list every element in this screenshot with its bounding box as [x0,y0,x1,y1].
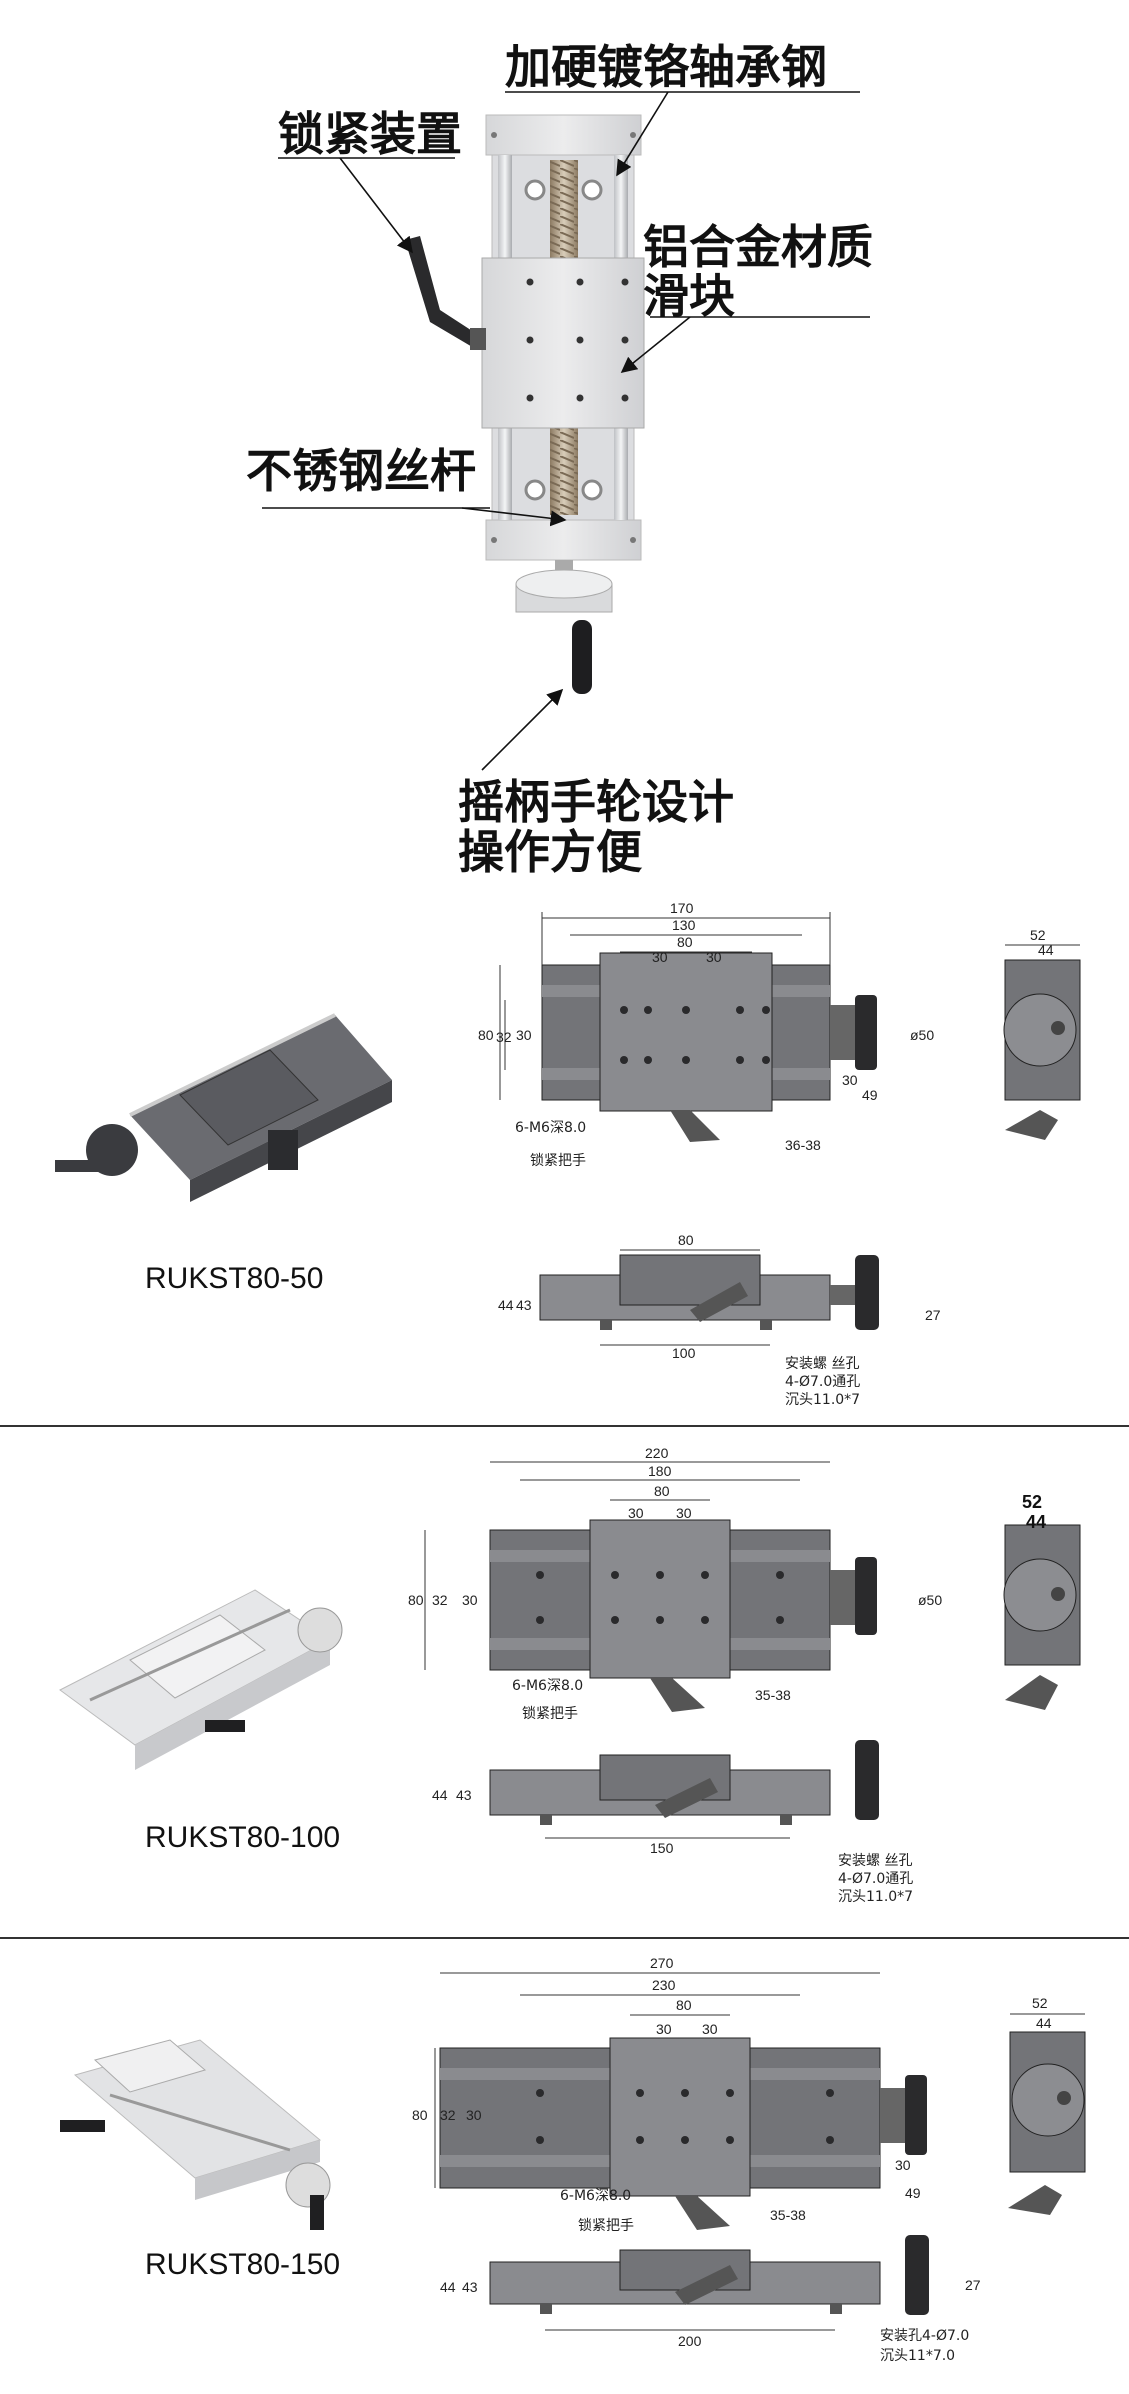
svg-text:43: 43 [456,1787,472,1803]
svg-text:80: 80 [408,1592,424,1608]
svg-text:32: 32 [440,2107,456,2123]
drawing-front-view: 80 100 44 43 27 安装螺 丝孔 4-Ø7.0通孔 沉头11.0*7 [498,1232,941,1408]
drawing-end-view: 52 44 [1008,1995,1086,2215]
model-label: RUKST80-100 [145,1821,340,1854]
svg-text:锁紧把手: 锁紧把手 [578,2218,634,2234]
svg-text:44: 44 [1038,942,1054,958]
svg-text:80: 80 [677,934,693,950]
svg-text:ø50: ø50 [918,1592,942,1608]
svg-text:52: 52 [1022,1492,1042,1512]
svg-text:30: 30 [702,2021,718,2037]
svg-text:80: 80 [676,1997,692,2013]
callout-lock: 锁紧装置 [278,107,462,161]
svg-text:44: 44 [1036,2015,1052,2031]
svg-text:27: 27 [925,1307,941,1323]
svg-text:220: 220 [645,1445,669,1461]
svg-text:30: 30 [676,1505,692,1521]
model-label: RUKST80-150 [145,2248,340,2281]
product-photo [60,2039,331,2230]
svg-text:80: 80 [678,1232,694,1248]
model-label: RUKST80-50 [145,1262,323,1295]
svg-text:30: 30 [706,949,722,965]
svg-text:52: 52 [1030,927,1046,943]
svg-text:6-M6深8.0: 6-M6深8.0 [560,2188,631,2204]
svg-text:30: 30 [628,1505,644,1521]
drawing-front-view: 200 44 43 27 安装孔4-Ø7.0 沉头11*7.0 [440,2235,981,2364]
svg-text:44: 44 [1026,1512,1046,1532]
svg-text:30: 30 [895,2157,911,2173]
hero-section: 加硬镀铬轴承钢 锁紧装置 铝合金材质 滑块 不锈钢丝杆 摇柄手轮设计 操作方便 [246,40,873,879]
svg-text:6-M6深8.0: 6-M6深8.0 [512,1678,583,1694]
svg-text:30: 30 [842,1072,858,1088]
svg-text:32: 32 [432,1592,448,1608]
svg-text:35-38: 35-38 [770,2207,806,2223]
svg-text:沉头11.0*7: 沉头11.0*7 [838,1889,913,1905]
svg-text:80: 80 [654,1483,670,1499]
svg-text:44: 44 [432,1787,448,1803]
svg-text:52: 52 [1032,1995,1048,2011]
drawing-top-view: 270 230 80 30 30 80 32 30 30 49 35-38 6-… [412,1955,927,2234]
svg-text:6-M6深8.0: 6-M6深8.0 [515,1120,586,1136]
svg-text:30: 30 [652,949,668,965]
hero-stage-illustration [405,114,645,694]
product-photo [59,1589,343,1770]
svg-text:锁紧把手: 锁紧把手 [522,1706,578,1722]
callout-slider-line1: 铝合金材质 [643,220,873,274]
product-block-3: RUKST80-150 270 230 [60,1955,1086,2364]
callout-lines [262,91,870,771]
svg-text:30: 30 [656,2021,672,2037]
svg-text:27: 27 [965,2277,981,2293]
svg-text:4-Ø7.0通孔: 4-Ø7.0通孔 [838,1871,913,1887]
svg-text:ø50: ø50 [910,1027,934,1043]
svg-text:36-38: 36-38 [785,1137,821,1153]
svg-text:130: 130 [672,917,696,933]
drawing-end-view: 52 44 [1003,1492,1081,1710]
svg-text:安装螺 丝孔: 安装螺 丝孔 [785,1356,859,1372]
svg-text:270: 270 [650,1955,674,1971]
svg-text:锁紧把手: 锁紧把手 [530,1153,586,1169]
svg-text:43: 43 [462,2279,478,2295]
svg-text:49: 49 [905,2185,921,2201]
svg-text:32: 32 [496,1029,512,1045]
svg-text:安装螺 丝孔: 安装螺 丝孔 [838,1853,912,1869]
svg-text:30: 30 [466,2107,482,2123]
product-block-1: RUKST80-50 170 [55,900,1081,1408]
svg-text:安装孔4-Ø7.0: 安装孔4-Ø7.0 [880,2328,969,2344]
svg-text:230: 230 [652,1977,676,1993]
svg-text:30: 30 [462,1592,478,1608]
drawing-top-view: 170 130 80 30 30 80 32 30 ø50 30 49 36-3… [478,900,934,1169]
svg-text:44: 44 [440,2279,456,2295]
svg-text:49: 49 [862,1087,878,1103]
svg-text:80: 80 [412,2107,428,2123]
svg-text:沉头11*7.0: 沉头11*7.0 [880,2348,955,2364]
svg-text:170: 170 [670,900,694,916]
callout-screw: 不锈钢丝杆 [246,444,476,498]
svg-text:150: 150 [650,1840,674,1856]
drawing-end-view: 52 44 [1003,927,1081,1140]
product-photo [55,1013,392,1202]
drawing-front-view: 150 44 43 安装螺 丝孔 4-Ø7.0通孔 沉头11.0*7 [432,1740,913,1905]
svg-text:180: 180 [648,1463,672,1479]
callout-handwheel-line2: 操作方便 [458,825,643,879]
drawing-top-view: 220 180 80 30 30 80 32 30 ø50 35-38 6-M6… [408,1445,942,1722]
callout-slider-line2: 滑块 [643,269,735,323]
svg-text:100: 100 [672,1345,696,1361]
svg-text:43: 43 [516,1297,532,1313]
callout-handwheel-line1: 摇柄手轮设计 [458,775,734,829]
svg-text:80: 80 [478,1027,494,1043]
svg-text:44: 44 [498,1297,514,1313]
svg-text:35-38: 35-38 [755,1687,791,1703]
svg-text:200: 200 [678,2333,702,2349]
svg-text:30: 30 [516,1027,532,1043]
svg-text:4-Ø7.0通孔: 4-Ø7.0通孔 [785,1374,860,1390]
callout-rail: 加硬镀铬轴承钢 [505,40,827,94]
svg-text:沉头11.0*7: 沉头11.0*7 [785,1392,860,1408]
product-block-2: RUKST80-100 220 180 [59,1445,1081,1905]
